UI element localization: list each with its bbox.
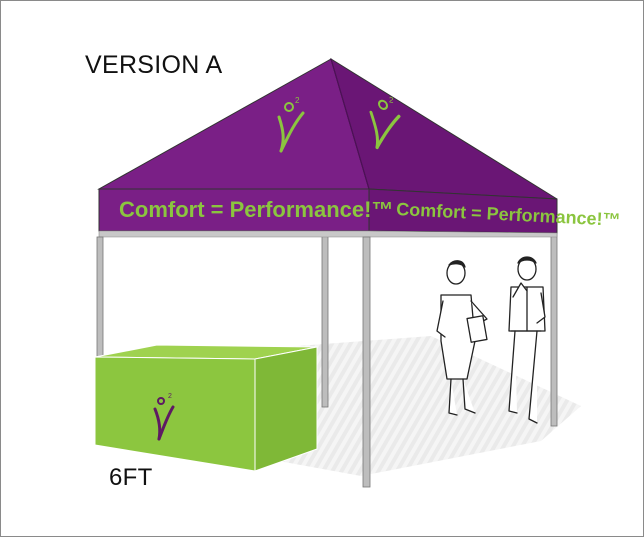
version-label: VERSION A: [85, 51, 223, 79]
canopy-logo-right: 2: [369, 95, 401, 150]
canopy-logo-left: 2: [277, 96, 305, 153]
valance-front-text: Comfort = Performance!™: [119, 197, 393, 222]
svg-text:2: 2: [295, 96, 300, 105]
ground-shadow: [231, 336, 581, 476]
svg-text:2: 2: [168, 393, 172, 400]
tent-leg-front-center: [362, 236, 371, 488]
tent-leg-back-right: [550, 225, 558, 427]
tent-leg-front-left: [96, 236, 104, 358]
tent-leg-back-left: [321, 228, 329, 408]
table-box: [94, 344, 318, 472]
canopy-roof: [97, 57, 558, 200]
table-logo: 2: [153, 393, 175, 441]
woman-figure: [436, 260, 488, 416]
svg-text:2: 2: [389, 95, 394, 105]
man-figure: [508, 256, 546, 424]
table-size-label: 6FT: [109, 464, 153, 491]
people-illustration: [436, 256, 546, 424]
